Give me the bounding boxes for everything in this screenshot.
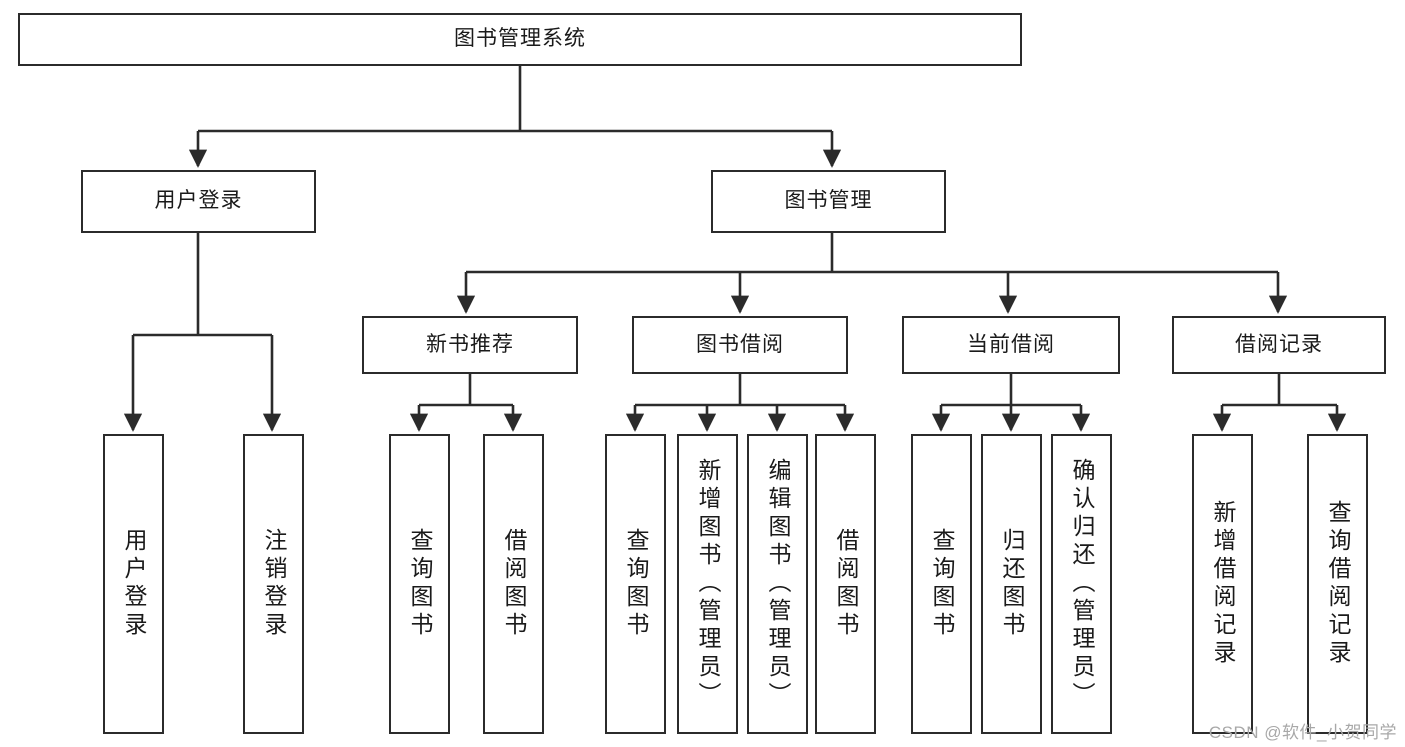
node-label: 新增图书（管理员） bbox=[695, 458, 721, 710]
leaf-query-borrow-record[interactable]: 查询借阅记录 bbox=[1307, 434, 1368, 734]
node-current-borrow[interactable]: 当前借阅 bbox=[902, 316, 1120, 374]
leaf-borrow-book[interactable]: 借阅图书 bbox=[815, 434, 876, 734]
node-label: 用户登录 bbox=[154, 189, 243, 213]
node-book-manage[interactable]: 图书管理 bbox=[711, 170, 946, 233]
leaf-edit-book[interactable]: 编辑图书（管理员） bbox=[747, 434, 808, 734]
leaf-borrow-book-recommend[interactable]: 借阅图书 bbox=[483, 434, 544, 734]
leaf-confirm-return[interactable]: 确认归还（管理员） bbox=[1051, 434, 1112, 734]
csdn-watermark: CSDN @软件_小贺同学 bbox=[1208, 723, 1397, 742]
node-label: 用户登录 bbox=[121, 528, 147, 640]
node-book-borrow[interactable]: 图书借阅 bbox=[632, 316, 848, 374]
node-label: 查询图书 bbox=[407, 528, 433, 640]
node-label: 归还图书 bbox=[999, 528, 1025, 640]
node-label: 查询借阅记录 bbox=[1325, 500, 1351, 668]
node-label: 查询图书 bbox=[623, 528, 649, 640]
node-label: 确认归还（管理员） bbox=[1069, 458, 1095, 710]
node-label: 图书管理系统 bbox=[454, 27, 586, 51]
leaf-query-book-borrow[interactable]: 查询图书 bbox=[605, 434, 666, 734]
node-root-system[interactable]: 图书管理系统 bbox=[18, 13, 1022, 66]
node-new-book-recommend[interactable]: 新书推荐 bbox=[362, 316, 578, 374]
leaf-add-borrow-record[interactable]: 新增借阅记录 bbox=[1192, 434, 1253, 734]
node-label: 新书推荐 bbox=[426, 332, 514, 356]
node-borrow-record[interactable]: 借阅记录 bbox=[1172, 316, 1386, 374]
node-label: 编辑图书（管理员） bbox=[765, 458, 791, 710]
node-label: 查询图书 bbox=[929, 528, 955, 640]
leaf-query-book-current[interactable]: 查询图书 bbox=[911, 434, 972, 734]
node-label: 注销登录 bbox=[261, 528, 287, 640]
node-label: 借阅记录 bbox=[1235, 332, 1323, 356]
node-label: 新增借阅记录 bbox=[1210, 500, 1236, 668]
leaf-logout-login[interactable]: 注销登录 bbox=[243, 434, 304, 734]
leaf-query-book-recommend[interactable]: 查询图书 bbox=[389, 434, 450, 734]
leaf-return-book[interactable]: 归还图书 bbox=[981, 434, 1042, 734]
node-label: 当前借阅 bbox=[967, 332, 1055, 356]
node-label: 借阅图书 bbox=[833, 528, 859, 640]
node-user-login[interactable]: 用户登录 bbox=[81, 170, 316, 233]
leaf-add-book[interactable]: 新增图书（管理员） bbox=[677, 434, 738, 734]
node-label: 借阅图书 bbox=[501, 528, 527, 640]
leaf-user-login[interactable]: 用户登录 bbox=[103, 434, 164, 734]
node-label: 图书管理 bbox=[784, 189, 873, 213]
node-label: 图书借阅 bbox=[696, 332, 784, 356]
